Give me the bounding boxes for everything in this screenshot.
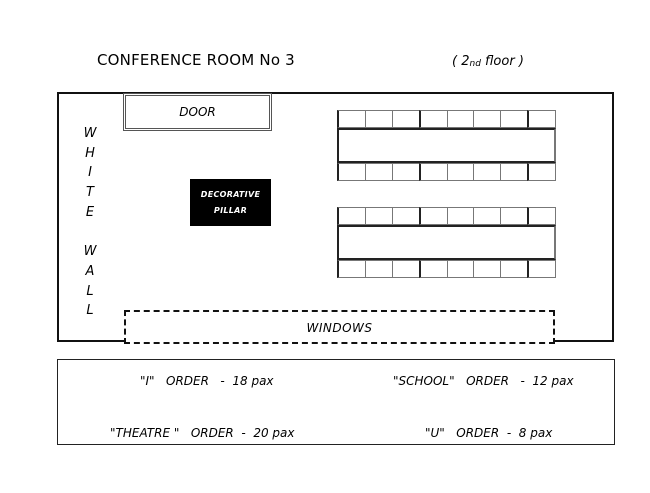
seat-row-top: [337, 207, 556, 225]
door: DOOR: [123, 93, 272, 131]
seat: [473, 207, 501, 225]
wall-letter: W: [83, 126, 97, 141]
table-top: [337, 225, 556, 260]
conference-table-1: [337, 110, 556, 181]
seat: [337, 163, 365, 181]
floor-label: ( 2nd floor ): [452, 54, 524, 69]
pillar-label-line1: DECORATIVE: [200, 189, 261, 199]
seat: [391, 110, 419, 128]
seat: [446, 163, 474, 181]
seat: [500, 207, 528, 225]
seat: [473, 260, 501, 278]
seat: [418, 163, 447, 181]
seat: [500, 110, 528, 128]
seat: [473, 110, 501, 128]
wall-letter-gap: [80, 223, 100, 243]
seat: [446, 207, 474, 225]
seating-legend: [57, 359, 615, 445]
seat-row-bottom: [337, 260, 556, 278]
decorative-pillar: DECORATIVE PILLAR: [190, 179, 271, 226]
page-title: CONFERENCE ROOM No 3: [97, 51, 295, 69]
seat-row-top: [337, 110, 556, 128]
seat: [364, 207, 392, 225]
seat: [391, 207, 419, 225]
wall-letter: T: [86, 185, 94, 201]
floor-text: floor ): [480, 54, 524, 69]
floor-ordinal: nd: [469, 59, 481, 69]
seat-row-bottom: [337, 163, 556, 181]
door-label: DOOR: [179, 105, 216, 119]
seat: [418, 260, 447, 278]
seat: [500, 260, 528, 278]
wall-letter: L: [86, 283, 94, 299]
seat: [418, 207, 447, 225]
seat: [337, 110, 365, 128]
seat: [364, 163, 392, 181]
table-top: [337, 128, 556, 163]
wall-letter: W: [83, 244, 97, 260]
seat: [527, 110, 556, 128]
wall-letter: H: [85, 145, 95, 161]
legend-u-order: "U" ORDER - 8 pax: [425, 426, 553, 440]
legend-i-order: "I" ORDER - 18 pax: [140, 374, 274, 388]
pillar-label-line2: PILLAR: [213, 205, 248, 215]
seat: [364, 260, 392, 278]
seat: [527, 260, 556, 278]
floor-number: ( 2: [452, 54, 470, 69]
legend-school-order: "SCHOOL" ORDER - 12 pax: [393, 374, 574, 388]
white-wall-label: W H I T E W A L L: [80, 124, 100, 321]
legend-theatre-order: "THEATRE " ORDER - 20 pax: [110, 426, 295, 440]
seat: [337, 260, 365, 278]
windows-label: WINDOWS: [306, 321, 373, 335]
conference-table-2: [337, 207, 556, 278]
seat: [446, 110, 474, 128]
seat: [364, 110, 392, 128]
wall-letter: I: [88, 165, 92, 181]
seat: [446, 260, 474, 278]
windows: WINDOWS: [124, 310, 555, 344]
seat: [473, 163, 501, 181]
seat: [391, 163, 419, 181]
wall-letter: L: [86, 303, 94, 319]
seat: [527, 207, 556, 225]
wall-letter: E: [85, 204, 95, 220]
seat: [527, 163, 556, 181]
seat: [337, 207, 365, 225]
seat: [391, 260, 419, 278]
wall-letter: A: [85, 263, 95, 279]
seat: [418, 110, 447, 128]
seat: [500, 163, 528, 181]
